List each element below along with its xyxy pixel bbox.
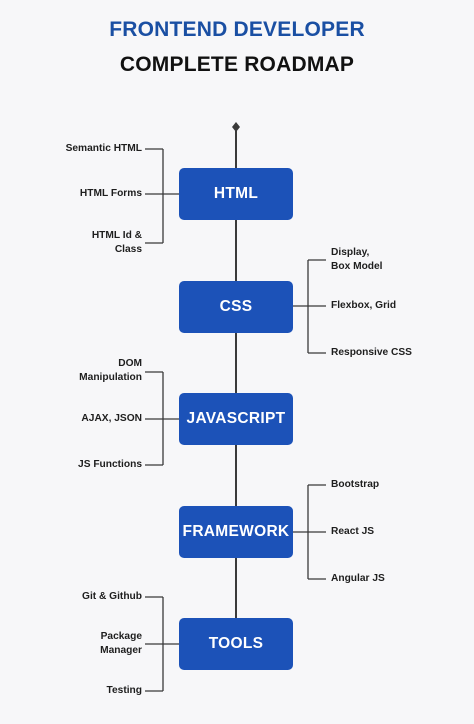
item-git-github: Git & Github <box>82 591 142 602</box>
item-angular-js: Angular JS <box>331 573 385 584</box>
node-javascript: JAVASCRIPT <box>179 393 293 445</box>
item-js-functions: JS Functions <box>78 459 142 470</box>
item-responsive-css: Responsive CSS <box>331 347 412 358</box>
node-html: HTML <box>179 168 293 220</box>
item-flexbox-grid: Flexbox, Grid <box>331 300 397 311</box>
roadmap-title: FRONTEND DEVELOPER <box>109 18 365 41</box>
item-ajax-json: AJAX, JSON <box>81 413 142 424</box>
item-semantic-html: Semantic HTML <box>65 143 142 154</box>
node-css: CSS <box>179 281 293 333</box>
item-html-id-class: HTML Id & Class <box>91 230 142 255</box>
item-display-box-model: Display, Box Model <box>331 247 383 272</box>
item-dom-manipulation: DOM Manipulation <box>79 358 142 383</box>
node-framework: FRAMEWORK <box>179 506 293 558</box>
item-package-manager: Package Manager <box>100 631 142 656</box>
roadmap-subtitle: COMPLETE ROADMAP <box>119 53 355 76</box>
item-testing: Testing <box>106 685 142 696</box>
spine-top-diamond <box>232 122 240 132</box>
item-bootstrap: Bootstrap <box>331 479 380 490</box>
item-react-js: React JS <box>331 526 375 537</box>
item-html-forms: HTML Forms <box>79 188 142 199</box>
node-tools: TOOLS <box>179 618 293 670</box>
